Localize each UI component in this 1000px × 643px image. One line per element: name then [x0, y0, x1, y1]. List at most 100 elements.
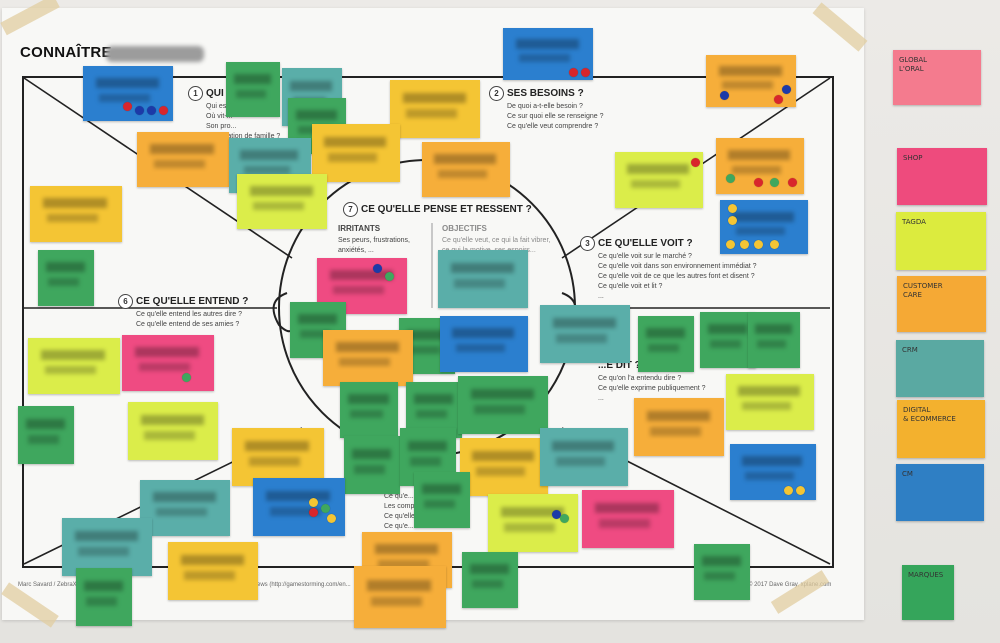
blurred-handwriting: [450, 262, 514, 274]
vote-dot: [728, 204, 737, 213]
blurred-handwriting: [409, 346, 441, 355]
blurred-handwriting: [452, 328, 514, 339]
blurred-handwriting: [434, 154, 496, 164]
blurred-handwriting: [253, 201, 304, 210]
sticky-note: [582, 490, 674, 548]
blurred-handwriting: [350, 410, 383, 419]
blurred-handwriting: [339, 358, 390, 367]
sticky-note: [458, 376, 548, 434]
blurred-handwriting: [249, 186, 313, 196]
sticky-note: [30, 186, 122, 242]
blurred-handwriting: [416, 410, 448, 419]
section-entend-line: Ce qu'elle entend les autres dire ?: [136, 311, 243, 318]
sticky-note: [540, 305, 630, 363]
blurred-handwriting: [351, 448, 392, 460]
blurred-handwriting: [138, 363, 191, 372]
vote-dot: [309, 498, 318, 507]
blurred-handwriting: [329, 270, 393, 281]
blurred-handwriting: [25, 418, 66, 430]
section-besoins-line: De quoi a-t-elle besoin ?: [507, 103, 583, 110]
blurred-handwriting: [354, 465, 386, 474]
irritants-label: IRRITANTS: [338, 224, 381, 233]
blurred-handwriting: [99, 93, 150, 102]
section-dit-line: Ce qu'elle exprime publiquement ?: [598, 385, 706, 392]
blurred-handwriting: [732, 211, 794, 222]
blurred-handwriting: [149, 144, 215, 154]
blurred-handwriting: [741, 402, 792, 411]
blurred-handwriting: [152, 492, 216, 503]
blurred-handwriting: [701, 556, 742, 567]
section-qui-line: Son pro...: [206, 123, 237, 130]
blurred-handwriting: [707, 324, 748, 335]
legend-label: CM: [902, 470, 913, 478]
blurred-handwriting: [42, 198, 108, 209]
poster-title: CONNAÎTRE: [20, 44, 112, 61]
blurred-handwriting: [627, 164, 689, 175]
sticky-note: [438, 250, 528, 308]
legend-note: DIGITAL & ECOMMERCE: [897, 400, 985, 458]
blurred-handwriting: [406, 109, 457, 118]
blurred-handwriting: [704, 572, 736, 581]
sticky-note: [422, 142, 510, 197]
section-fait-line: Ce qu'e...: [384, 523, 414, 530]
blurred-handwriting: [407, 440, 448, 452]
blurred-handwriting: [153, 159, 206, 168]
vote-dot: [182, 373, 191, 382]
blurred-handwriting: [469, 564, 510, 575]
sticky-note: [488, 494, 578, 552]
legend-label: DIGITAL & ECOMMERCE: [903, 406, 956, 423]
blurred-handwriting: [474, 405, 525, 414]
section-qui-line: Où vit-...: [206, 113, 233, 120]
legend-note: GLOBAL L'ORAL: [893, 50, 981, 105]
vote-dot: [135, 106, 144, 115]
legend-note: CUSTOMER CARE: [897, 276, 986, 332]
sticky-note: [253, 478, 345, 536]
vote-dot: [691, 158, 700, 167]
sticky-note: [414, 472, 470, 528]
section-voit-heading: CE QU'ELLE VOIT ?: [598, 238, 693, 249]
blurred-handwriting: [455, 344, 506, 353]
blurred-handwriting: [742, 456, 803, 467]
blurred-handwriting: [470, 388, 534, 400]
vote-dot: [385, 272, 394, 281]
vote-dot: [581, 68, 590, 77]
blurred-handwriting: [475, 467, 526, 476]
vote-dot: [784, 486, 793, 495]
blurred-handwriting: [248, 457, 301, 466]
blurred-handwriting: [233, 74, 272, 84]
sticky-note: [615, 152, 703, 208]
sticky-note: [122, 335, 214, 391]
blurred-handwriting: [421, 484, 462, 495]
irritants-line: Ses peurs, frustrations,: [338, 237, 410, 244]
blurred-handwriting: [500, 506, 564, 518]
vote-dot: [552, 510, 561, 519]
sticky-note: [226, 62, 280, 117]
blurred-handwriting: [437, 169, 488, 178]
blurred-handwriting: [555, 457, 606, 466]
blurred-handwriting: [718, 66, 782, 76]
blurred-handwriting: [648, 344, 680, 353]
sticky-note: [344, 436, 400, 494]
vote-dot: [770, 178, 779, 187]
blurred-handwriting: [28, 435, 60, 444]
blurred-handwriting: [46, 214, 99, 223]
section-voit-line: Ce qu'elle voit et lit ?: [598, 283, 663, 290]
sticky-note: [726, 374, 814, 430]
blurred-handwriting: [454, 279, 505, 288]
vote-dot: [720, 91, 729, 100]
vote-dot: [740, 240, 749, 249]
vote-dot: [770, 240, 779, 249]
vote-dot: [569, 68, 578, 77]
vote-dot: [373, 264, 382, 273]
blurred-handwriting: [95, 78, 159, 88]
legend-note: CM: [896, 464, 984, 521]
blurred-handwriting: [710, 340, 742, 349]
sticky-note: [390, 80, 480, 138]
sticky-note: [323, 330, 413, 386]
section-entend-line: Ce qu'elle entend de ses amies ?: [136, 321, 240, 328]
redacted-name: [106, 46, 204, 62]
blurred-handwriting: [296, 110, 337, 121]
sticky-note: [354, 566, 446, 628]
blurred-handwriting: [180, 554, 244, 566]
blurred-handwriting: [269, 507, 322, 516]
